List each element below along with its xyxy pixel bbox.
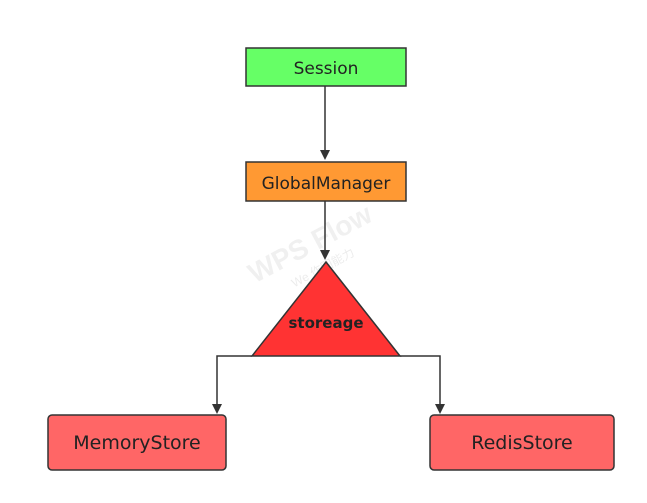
node-storage: storeage bbox=[250, 260, 402, 357]
node-storage-triangle bbox=[250, 260, 402, 357]
node-global-manager: GlobalManager bbox=[245, 161, 407, 202]
edge-storage-memorystore bbox=[212, 355, 252, 414]
node-session: Session bbox=[245, 47, 407, 87]
node-memory-store: MemoryStore bbox=[47, 414, 227, 471]
node-memory-store-label: MemoryStore bbox=[73, 432, 201, 454]
node-storage-label: storeage bbox=[288, 314, 363, 332]
node-redis-store-box bbox=[429, 414, 615, 471]
node-session-label: Session bbox=[294, 59, 359, 79]
node-memory-store-box bbox=[47, 414, 227, 471]
node-global-manager-label: GlobalManager bbox=[262, 174, 391, 194]
node-global-manager-box bbox=[245, 161, 407, 202]
node-redis-store: RedisStore bbox=[429, 414, 615, 471]
connectors bbox=[212, 86, 445, 414]
node-session-box bbox=[245, 47, 407, 87]
edge-storage-redisstore bbox=[400, 355, 445, 414]
node-redis-store-label: RedisStore bbox=[471, 432, 573, 454]
